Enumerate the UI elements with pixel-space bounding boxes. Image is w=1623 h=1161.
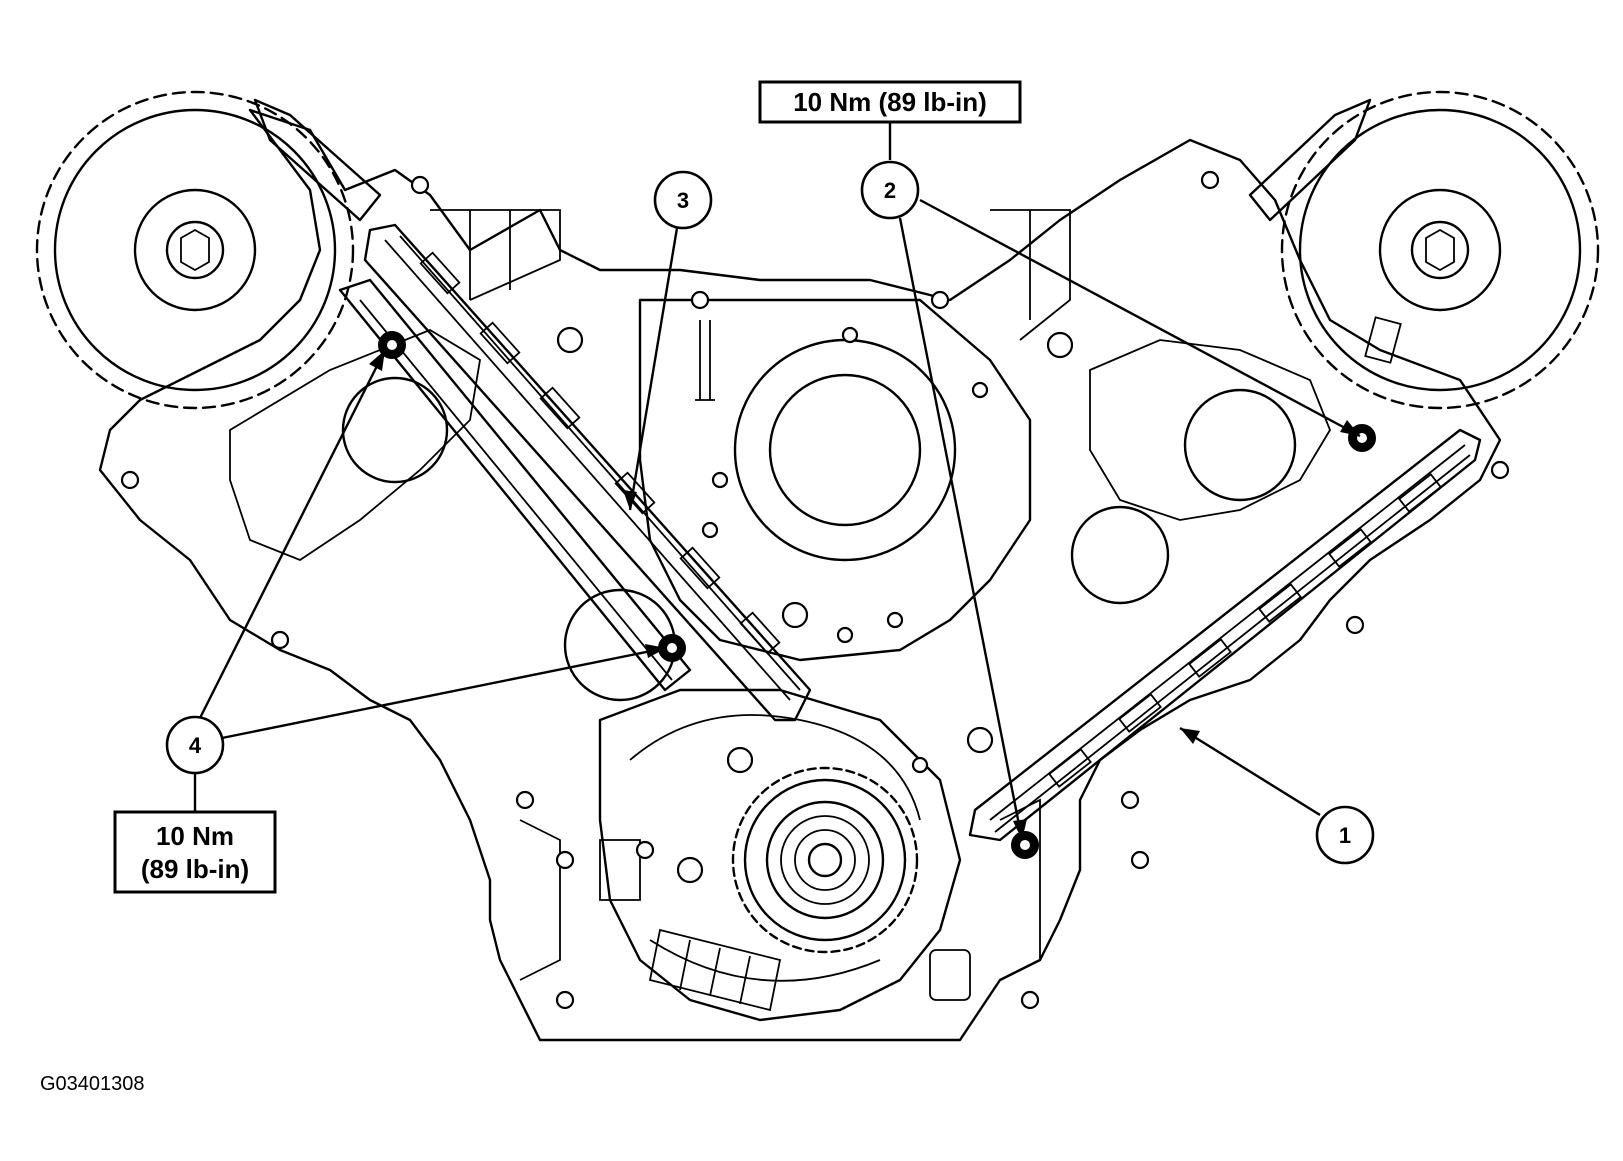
callout-3-label: 3 <box>677 188 689 213</box>
callout-1: 1 <box>1315 805 1375 865</box>
torque-spec-left-line2: (89 lb-in) <box>141 854 249 884</box>
engine-block-outline <box>98 98 1502 1042</box>
right-timing-chain-guide <box>968 428 1482 842</box>
callout-4-label: 4 <box>189 733 202 758</box>
block-holes <box>120 170 1510 1010</box>
bolt-icon <box>658 634 686 662</box>
fasteners <box>378 331 1376 859</box>
bolt-icon <box>1011 831 1039 859</box>
callout-2-label: 2 <box>884 178 896 203</box>
right-camshaft-sprocket <box>1280 90 1600 410</box>
callout-4: 4 <box>165 715 225 775</box>
crankshaft-sprocket <box>731 766 919 954</box>
torque-spec-left-line1: 10 Nm <box>156 821 234 851</box>
left-tensioner-arm <box>338 278 692 692</box>
callout-3: 3 <box>653 170 713 230</box>
left-timing-chain-guide <box>363 223 812 722</box>
leader-lines <box>193 118 1361 841</box>
left-camshaft-sprocket <box>35 90 355 410</box>
callout-2: 2 <box>860 160 920 220</box>
torque-spec-top-text: 10 Nm (89 lb-in) <box>793 87 987 117</box>
callout-1-label: 1 <box>1339 823 1351 848</box>
torque-spec-left: 10 Nm (89 lb-in) <box>113 810 277 894</box>
torque-spec-top: 10 Nm (89 lb-in) <box>758 80 1022 124</box>
figure-code: G03401308 <box>40 1073 145 1095</box>
